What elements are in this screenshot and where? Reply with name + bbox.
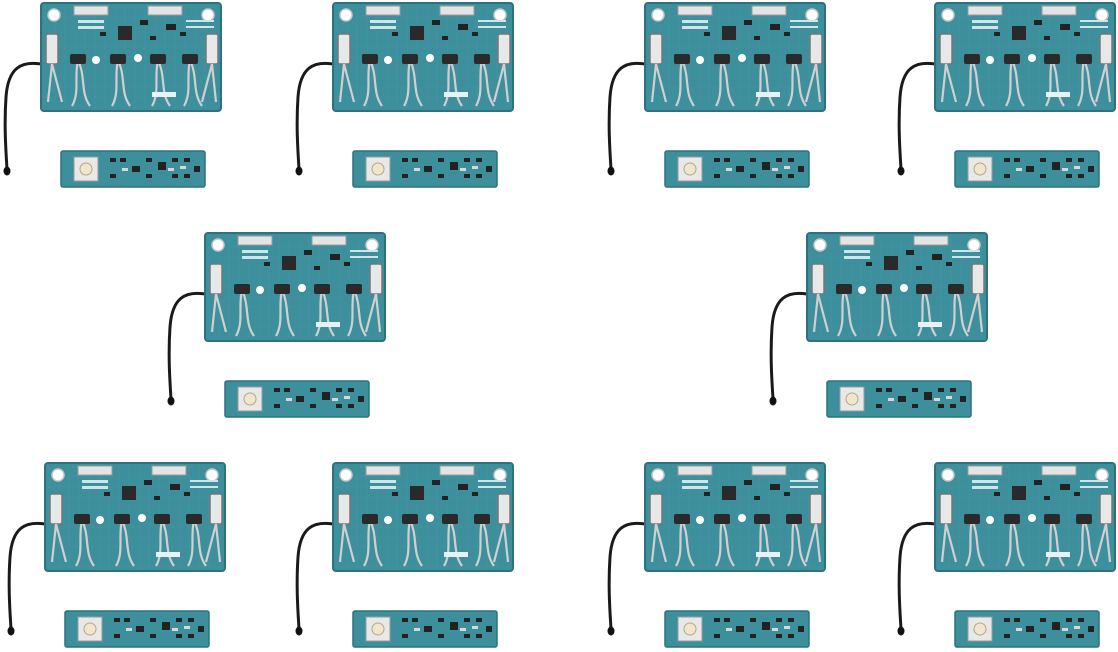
indicator-board (224, 380, 370, 418)
protection-board (204, 232, 386, 342)
pcb-set-8 (292, 462, 514, 652)
thermistor-wire (164, 277, 214, 407)
pcb-set-1 (0, 2, 222, 192)
pcb-set-4 (894, 2, 1116, 192)
indicator-board (954, 150, 1100, 188)
thermistor-wire (604, 47, 654, 177)
protection-board (44, 462, 226, 572)
thermistor-wire (894, 507, 944, 637)
thermistor-wire (0, 47, 50, 177)
protection-board (934, 462, 1116, 572)
thermistor-wire (894, 47, 944, 177)
indicator-board (954, 610, 1100, 648)
pcb-set-6 (766, 232, 988, 422)
thermistor-wire (4, 507, 54, 637)
pcb-set-3 (604, 2, 826, 192)
pcb-set-10 (894, 462, 1116, 652)
pcb-set-2 (292, 2, 514, 192)
indicator-board (60, 150, 206, 188)
thermistor-wire (766, 277, 816, 407)
protection-board (332, 462, 514, 572)
indicator-board (826, 380, 972, 418)
indicator-board (352, 150, 498, 188)
indicator-board (64, 610, 210, 648)
protection-board (40, 2, 222, 112)
protection-board (332, 2, 514, 112)
indicator-board (664, 150, 810, 188)
protection-board (934, 2, 1116, 112)
pcb-set-5 (164, 232, 386, 422)
thermistor-wire (604, 507, 654, 637)
protection-board (806, 232, 988, 342)
thermistor-wire (292, 47, 342, 177)
protection-board (644, 2, 826, 112)
protection-board (644, 462, 826, 572)
indicator-board (664, 610, 810, 648)
pcb-set-9 (604, 462, 826, 652)
indicator-board (352, 610, 498, 648)
pcb-set-7 (4, 462, 226, 652)
thermistor-wire (292, 507, 342, 637)
